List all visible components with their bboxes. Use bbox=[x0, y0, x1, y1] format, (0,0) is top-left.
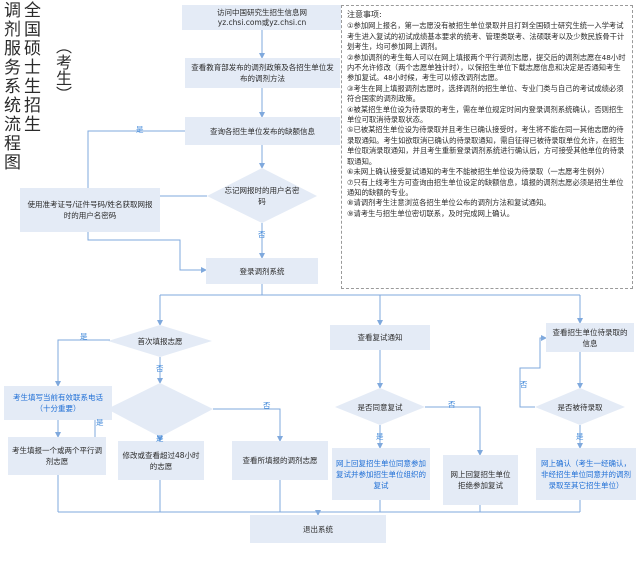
note-item: ②参加调剂的考生每人可以在网上填报两个平行调剂志愿，提交后的调剂志愿在48小时内… bbox=[347, 52, 626, 83]
label-no-admit: 否 bbox=[520, 380, 528, 389]
label-yes-over48: 是 bbox=[96, 418, 104, 427]
exit-system-node: 退出系统 bbox=[250, 515, 386, 543]
agree-admit-diamond-shape bbox=[535, 388, 625, 425]
notes-panel: 注意事项: ①参加网上报名，第一志愿没有被招生单位录取并且打到全国硕士研究生统一… bbox=[341, 5, 633, 289]
note-item: ⑥未网上确认接受复试通知的考生不能被招生单位设为待录取（一志愿考生例外） bbox=[347, 167, 609, 177]
label-yes-admit: 是 bbox=[576, 432, 584, 441]
visit-chsi-node: 访问中国研究生招生信息网 yz.chsi.com或yz.chsi.cn bbox=[182, 5, 342, 30]
reply-reject-node: 网上回复招生单位拒绝参加复试 bbox=[443, 455, 518, 505]
view-policy-node: 查看教育部发布的调剂政策及各招生单位发布的调剂方法 bbox=[185, 58, 340, 88]
login-node: 登录调剂系统 bbox=[206, 258, 318, 284]
notes-heading: 注意事项: bbox=[347, 10, 382, 19]
note-item: ④被某招生单位设为待录取的考生，需在单位规定时间内登录调剂系统确认，否则招生单位… bbox=[347, 104, 624, 125]
label-yes-first: 是 bbox=[80, 332, 88, 341]
first-choice-diamond-shape bbox=[108, 325, 212, 357]
label-yes-forgot: 是 bbox=[136, 125, 144, 134]
label-yes-retest: 是 bbox=[376, 432, 384, 441]
view-pending-node: 查看招生单位待录取的信息 bbox=[546, 323, 634, 352]
view-vacancy-node: 查询各招生单位发布的缺额信息 bbox=[185, 117, 340, 145]
visit-line1: 访问中国研究生招生信息网 bbox=[217, 7, 307, 17]
over48-diamond-shape bbox=[107, 383, 213, 437]
view-filled-choices-node: 查看所填报的调剂志愿 bbox=[232, 441, 328, 480]
note-item: ⑤已被某招生单位设为待录取并且考生已确认接受时，考生将不能在同一其他志愿的待录取… bbox=[347, 125, 625, 166]
forgot-decision: 忘记网报时的用户名密码 bbox=[224, 186, 300, 206]
fill-two-choices-node: 考生填报一个或两个平行调剂志愿 bbox=[8, 437, 106, 475]
first-choice-decision: 首次填报志愿 bbox=[137, 336, 183, 346]
over48-decision bbox=[122, 394, 198, 424]
view-retest-node: 查看复试通知 bbox=[330, 325, 430, 350]
title-col-1: 全国硕士生招生 bbox=[24, 1, 41, 135]
agree-retest-diamond-shape bbox=[335, 388, 425, 425]
visit-line2: yz.chsi.com或yz.chsi.cn bbox=[217, 17, 307, 27]
confirm-online-node: 网上确认（考生一经确认，非经招生单位同意并的调剂录取至其它招生单位） bbox=[536, 448, 636, 500]
note-item: ⑨请考生与招生单位密切联系，及时完成网上确认。 bbox=[347, 208, 515, 218]
note-item: ⑧请调剂考生注意浏览各招生单位公布的调剂方法和复试通知。 bbox=[347, 198, 551, 208]
label-yes-over48-down: 是 bbox=[156, 434, 164, 443]
fill-phone-node: 考生填写当前有效联系电话（十分重要） bbox=[4, 386, 112, 420]
agree-admit-decision: 是否被待录取 bbox=[557, 402, 603, 412]
agree-retest-decision: 是否同意复试 bbox=[357, 402, 403, 412]
label-no-retest: 否 bbox=[448, 400, 456, 409]
note-item: ⑦只有上线考生方可查询由招生单位设定的缺额信息，填报的调剂志愿必须是招生单位通知… bbox=[347, 177, 624, 197]
title-col-2: 调剂服务系统流程图 bbox=[4, 1, 21, 173]
note-item: ③考生在网上填报调剂志愿时，选择调剂的招生单位、专业门类与自己的考试成绩必须符合… bbox=[347, 83, 624, 104]
modify-choices-node: 修改或查看超过48小时的志愿 bbox=[118, 441, 204, 480]
label-no-first: 否 bbox=[156, 364, 164, 373]
title-subtitle: （考生） bbox=[53, 38, 72, 102]
note-item: ①参加网上报名，第一志愿没有被招生单位录取并且打到全国硕士研究生统一入学考试考生… bbox=[347, 21, 625, 52]
label-no-over48: 否 bbox=[263, 401, 271, 410]
reply-agree-node: 网上回复招生单位同意参加复试并参加招生单位组织的复试 bbox=[332, 448, 430, 500]
forgot-diamond-shape bbox=[207, 168, 317, 223]
get-account-node: 使用准考证号/证件号码/姓名获取网报时的用户名密码 bbox=[20, 188, 160, 232]
label-no-forgot: 否 bbox=[258, 230, 266, 239]
